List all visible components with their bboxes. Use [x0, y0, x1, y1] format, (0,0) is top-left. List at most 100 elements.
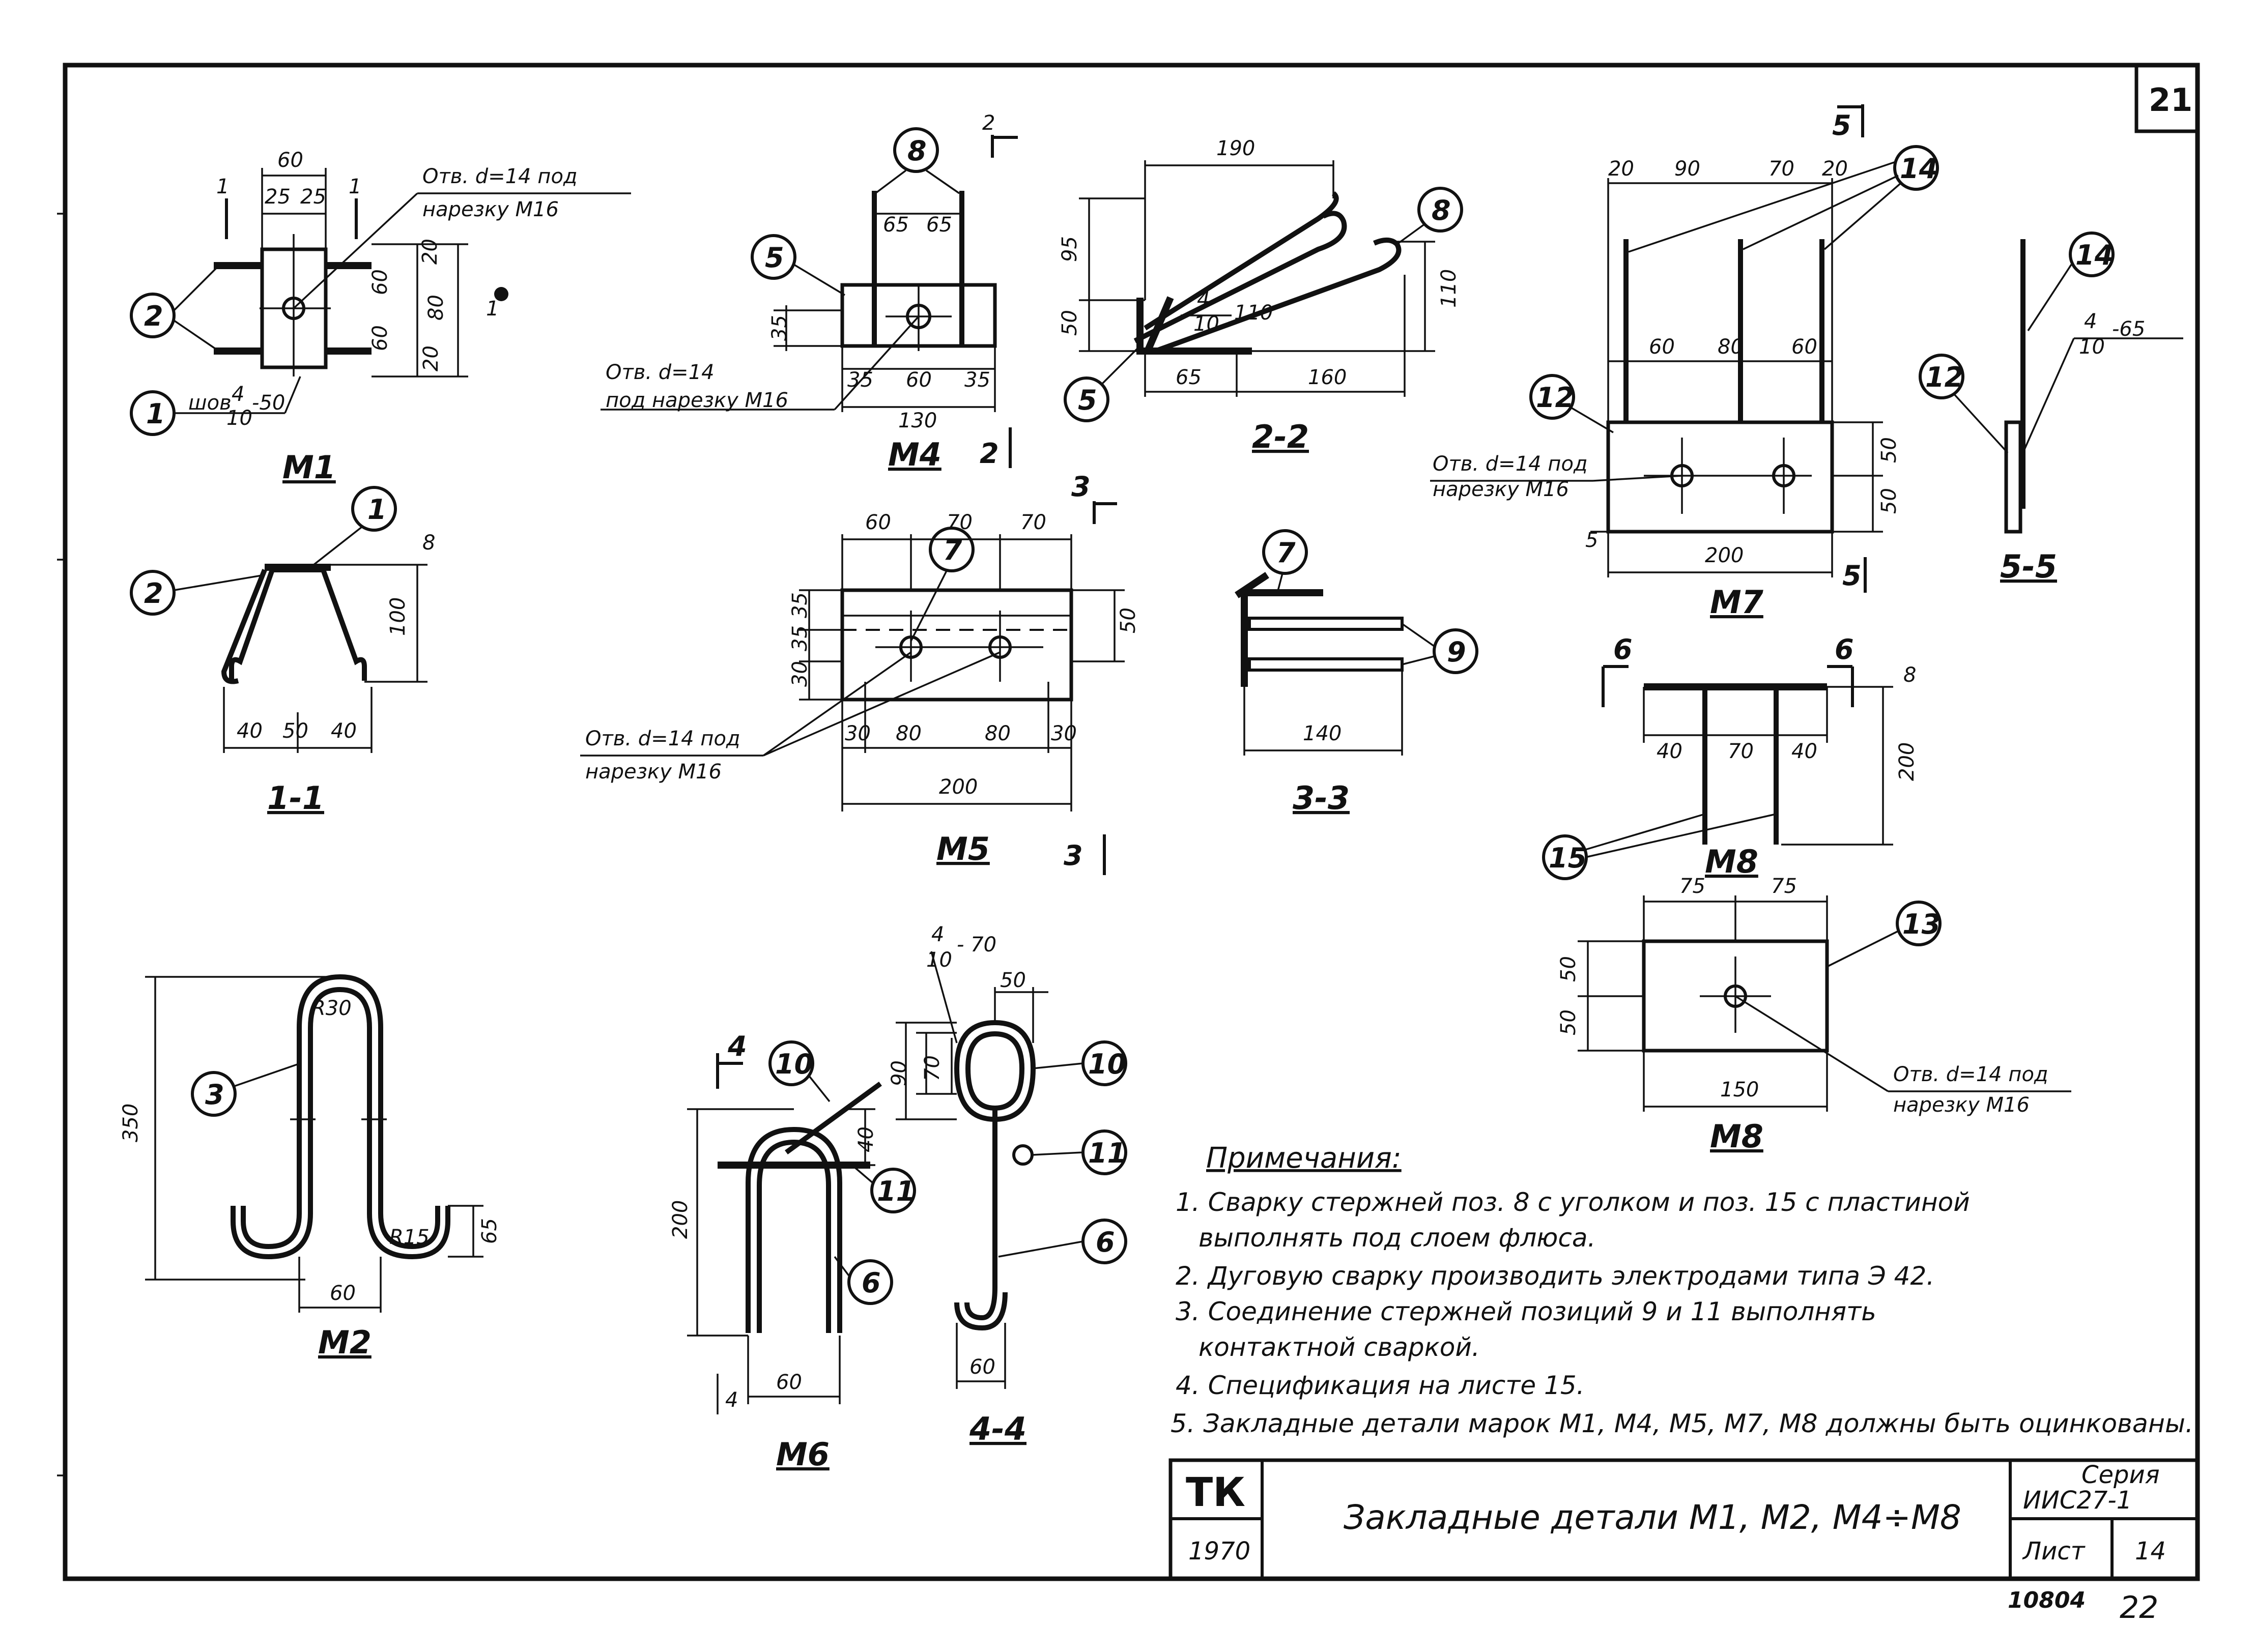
m1-dim: 20: [419, 345, 443, 371]
m4-dim: 35: [768, 315, 791, 341]
pos-1: 1: [146, 398, 165, 430]
m7-total: 200: [1705, 544, 1744, 567]
pos-10: 10: [1088, 1048, 1126, 1080]
m1-dim: 25: [265, 185, 291, 209]
m8a-dim: 200: [1895, 742, 1919, 781]
m4-section-mark: 2: [982, 111, 995, 135]
m7-dim-mid: 60: [1649, 335, 1675, 359]
pos-7: 7: [943, 534, 962, 566]
view-m2: 350 R30 R15 65 60 3 М2: [119, 974, 501, 1361]
page-number: 22: [2120, 1590, 2158, 1626]
m1-section-mark: 1: [349, 175, 361, 198]
s44-weld-frac-bot: 10: [926, 948, 952, 972]
m6-dim: 4: [725, 1388, 738, 1412]
tb-sheet-label: Лист: [2022, 1537, 2086, 1566]
corner-number: 21: [2149, 81, 2192, 119]
m7-section-mark: 5: [1842, 560, 1862, 592]
m7-dim-top: 70: [1768, 157, 1794, 181]
m2-label: М2: [318, 1324, 372, 1361]
s44-weld-frac-top: 4: [931, 923, 944, 946]
m5-dim-side: 50: [1117, 607, 1140, 633]
view-section-1-1: 40 50 40 100 8 1 2 1-1: [130, 486, 435, 817]
m6-section-mark: 4: [727, 1030, 747, 1062]
m1-dim: 25: [300, 185, 326, 209]
pos-13: 14: [2075, 239, 2114, 271]
m7-note-hole: Отв. d=14 под: [1433, 452, 1588, 476]
m4-note-hole: Отв. d=14: [606, 361, 715, 384]
pos-12: 12: [1536, 382, 1574, 414]
s33-dim: 140: [1303, 722, 1342, 745]
s44-dim: 60: [969, 1355, 995, 1379]
m6-label: М6: [776, 1436, 830, 1473]
pos-2: 2: [144, 300, 163, 332]
m5-dim-top: 60: [865, 511, 891, 534]
m5-note-thread: нарезку М16: [585, 760, 722, 784]
m5-dim-side: 35: [788, 592, 812, 618]
m7-dim-top: 90: [1674, 157, 1700, 181]
m1-dim: 60: [368, 269, 392, 295]
m4-dim: 65: [926, 213, 952, 237]
s22-weld-len: 110: [1234, 301, 1273, 325]
pos-5: 5: [1078, 384, 1097, 416]
m8b-dim: 150: [1720, 1078, 1759, 1102]
tb-series-label: Серия: [2081, 1461, 2160, 1489]
m7-section-mark: 5: [1832, 109, 1851, 141]
s22-dim: 65: [1176, 366, 1202, 389]
s11-dim: 40: [331, 719, 357, 743]
stamp-code: 10804: [2008, 1587, 2086, 1613]
view-section-5-5: 14 12 4 10 -65 5-5: [1919, 231, 2183, 585]
s22-weld-frac-top: 4: [1197, 288, 1210, 311]
tb-org: ТК: [1186, 1470, 1245, 1516]
m1-dim: 60: [368, 325, 392, 351]
m2-dim: R30: [311, 997, 352, 1020]
sheet-frame: [63, 63, 2200, 1581]
s44-dim: 50: [1000, 969, 1026, 992]
s55-weld-frac-bot: 10: [2079, 335, 2105, 359]
m4-dim: 60: [906, 368, 932, 392]
m2-dim: 60: [330, 1282, 356, 1305]
m5-section-mark: 3: [1071, 471, 1091, 503]
s44-weld-len: - 70: [957, 933, 996, 957]
pos-8: 9: [1447, 636, 1466, 668]
pos-13: 14: [1900, 153, 1938, 185]
pos-6: 8: [1432, 194, 1451, 226]
tb-series-value: ИИС27-1: [2023, 1486, 2132, 1515]
s55-label: 5-5: [2000, 548, 2057, 585]
s55-weld-frac-top: 4: [2084, 310, 2097, 333]
m8b-label: М8: [1710, 1118, 1763, 1155]
m8a-section-mark: 6: [1613, 633, 1633, 665]
m7-dim-side: 50: [1877, 488, 1901, 514]
m7-dim-mid: 80: [1718, 335, 1744, 359]
s44-dim: 70: [921, 1055, 944, 1081]
note-line: 4. Спецификация на листе 15.: [1176, 1371, 1585, 1400]
pos-1: 1: [367, 494, 387, 526]
m1-dim: 60: [277, 149, 303, 172]
m5-dim-top: 70: [1020, 511, 1046, 534]
m1-dim: 80: [424, 295, 448, 321]
m4-section-mark: 2: [980, 438, 999, 470]
pos-9: 6: [862, 1267, 881, 1299]
m5-dim-bottom: 80: [896, 722, 922, 745]
s22-dim: 50: [1058, 310, 1081, 336]
note-line: контактной сваркой.: [1199, 1332, 1480, 1362]
view-section-3-3: 140 7 9 3-3: [1235, 529, 1478, 817]
m5-dim-bottom: 80: [985, 722, 1011, 745]
view-m5: 60 70 70 35 35 30 50 30 80 80 30 200 3 3…: [580, 471, 1140, 875]
s11-dim: 50: [282, 719, 308, 743]
s11-label: 1-1: [267, 779, 324, 817]
view-section-4-4: 70 90 50 4 10 - 70 60 10 11 6 4-4: [888, 923, 1127, 1447]
m5-section-mark: 3: [1064, 839, 1083, 872]
pos-7: 7: [1276, 537, 1296, 569]
m2-dim: 65: [478, 1218, 501, 1244]
m1-weld-frac-bot: 10: [226, 407, 252, 430]
m4-dim: 130: [898, 409, 937, 432]
pos-3: 3: [205, 1079, 224, 1111]
pos-15: 15: [1549, 842, 1587, 874]
note-line: 3. Соединение стержней позиций 9 и 11 вы…: [1176, 1297, 1876, 1326]
note-line: 1. Сварку стержней поз. 8 с уголком и по…: [1176, 1187, 1970, 1217]
m5-note-hole: Отв. d=14 под: [585, 727, 740, 750]
m1-section-mark: 1: [216, 175, 229, 198]
m4-note-thread: под нарезку М16: [606, 389, 788, 412]
note-line: выполнять под слоем флюса.: [1199, 1223, 1595, 1253]
m4-dim: 65: [883, 213, 909, 237]
